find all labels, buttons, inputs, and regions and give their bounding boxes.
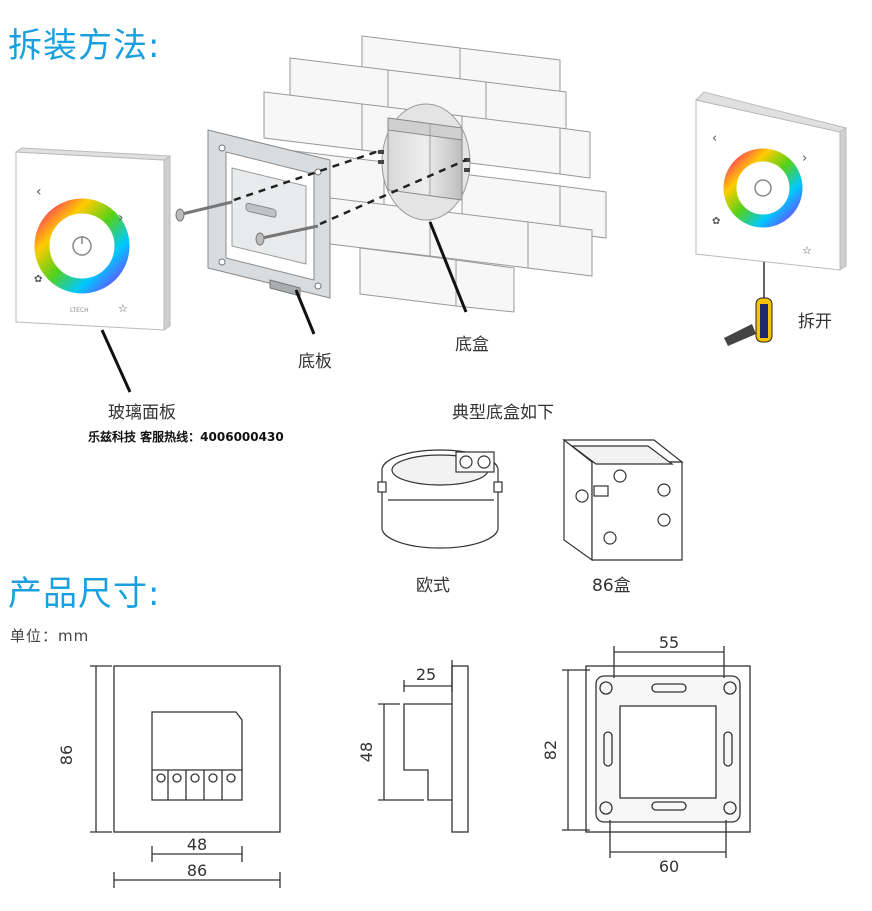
svg-text:‹: ‹ [712, 131, 717, 146]
wall-box [378, 103, 471, 221]
back-height-value: 82 [541, 740, 560, 760]
typical-box-title: 典型底盒如下 [452, 403, 554, 423]
euro-box-illustration [377, 449, 503, 549]
back-top-width-value: 55 [659, 633, 679, 652]
screws [175, 200, 319, 246]
base-plate-label: 底板 [298, 352, 332, 372]
front-width-value: 86 [187, 861, 207, 880]
screwdriver-icon [724, 262, 773, 346]
front-inner-width-value: 48 [187, 835, 207, 854]
right-arrow-icon: › [118, 210, 124, 226]
wall-box-label: 底盒 [455, 335, 489, 355]
side-view-drawing [378, 660, 469, 833]
back-bottom-width-value: 60 [659, 857, 679, 876]
star-icon: ☆ [118, 302, 128, 315]
unit-label: 单位：mm [10, 627, 90, 645]
front-height-value: 86 [57, 745, 76, 765]
left-arrow-icon: ‹ [36, 184, 42, 200]
box-86-label: 86盒 [592, 576, 631, 596]
back-view-drawing [562, 646, 751, 858]
remove-label: 拆开 [798, 312, 832, 332]
svg-text:☆: ☆ [802, 244, 812, 257]
svg-text:›: › [802, 151, 807, 166]
guide-lines [233, 148, 467, 226]
panel-brand-text: LTECH [70, 307, 89, 314]
side-height-value: 48 [357, 742, 376, 762]
panel-leader-line [100, 329, 132, 393]
glass-panel-illustration: ‹ › ✿ ☆ LTECH [14, 147, 172, 331]
front-view-drawing [90, 665, 281, 888]
box-86-illustration [562, 438, 684, 562]
plate-leader-line [294, 289, 316, 335]
svg-text:✿: ✿ [712, 216, 720, 227]
glass-panel-label: 玻璃面板 [108, 403, 176, 423]
fan-icon: ✿ [34, 274, 42, 285]
euro-box-label: 欧式 [416, 576, 450, 596]
hotline-text: 乐兹科技 客服热线：4006000430 [88, 430, 284, 444]
box-leader-line [428, 221, 468, 313]
base-plate-illustration [207, 129, 331, 299]
install-section-title: 拆装方法: [8, 26, 161, 66]
glass-panel-remove-illustration: ‹ › ✿ ☆ [695, 91, 848, 271]
side-depth-value: 25 [416, 665, 436, 684]
dimensions-section-title: 产品尺寸: [8, 574, 161, 614]
